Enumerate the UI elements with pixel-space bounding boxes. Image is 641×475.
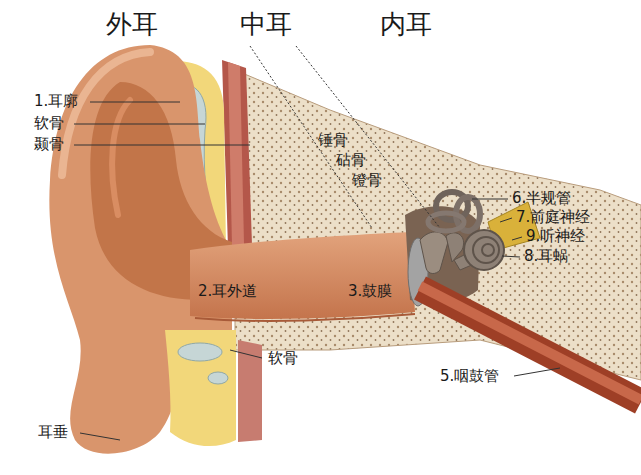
part-label: 7.前庭神经 [516,209,590,226]
part-label: 5.咽鼓管 [440,368,499,385]
region-heading: 中耳 [240,10,292,40]
part-label: 砧骨 [336,152,366,169]
part-label: 8.耳蜗 [524,248,568,265]
part-label: 锤骨 [318,132,348,149]
region-heading: 内耳 [380,10,432,40]
region-heading: 外耳 [106,10,158,40]
part-label: 软骨 [34,115,64,132]
part-label: 6.半规管 [512,190,571,207]
part-label: 颞骨 [34,136,64,153]
part-label: 镫骨 [352,172,382,189]
part-label: 2.耳外道 [198,283,257,300]
part-label: 耳垂 [38,424,68,441]
part-label: 9.听神经 [526,228,585,245]
part-label: 3.鼓膜 [348,283,392,300]
part-label: 软骨 [268,350,298,367]
part-label: 1.耳廓 [34,93,78,110]
